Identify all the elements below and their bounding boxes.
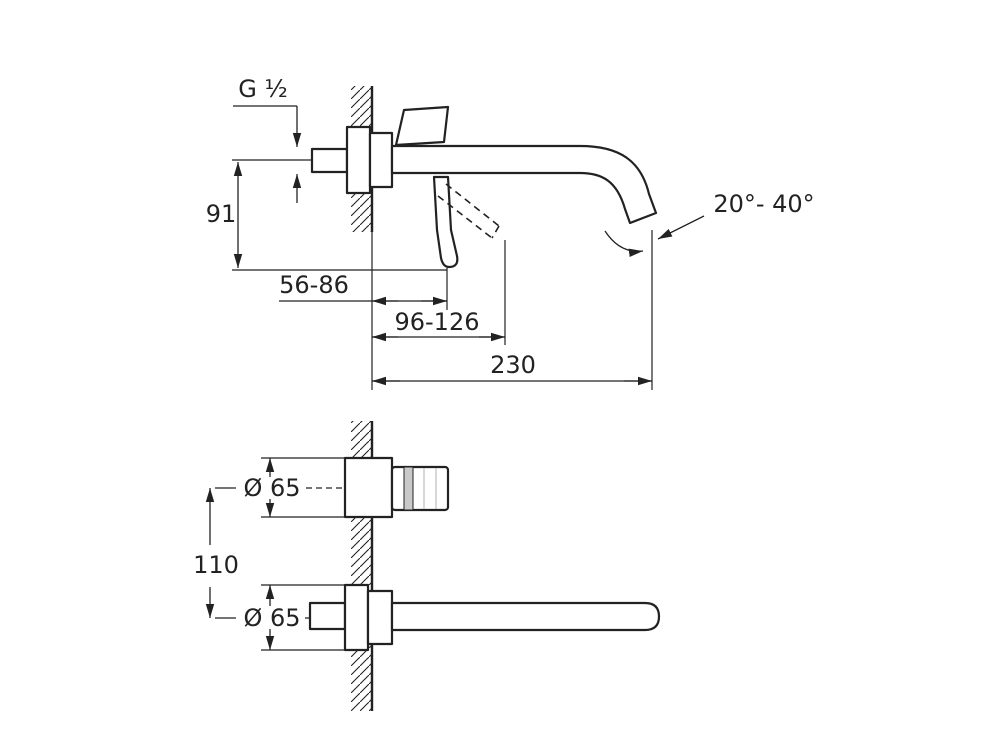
faucet-side-outline: [310, 105, 658, 269]
angle-rotation-arrow: [604, 230, 644, 257]
wall-flange: [345, 125, 372, 195]
dim-dia-handle-label: Ø 65: [243, 474, 300, 502]
handle-knob: [390, 465, 450, 512]
spout-wall-flange: [343, 583, 370, 652]
supply-shank: [310, 147, 349, 174]
dim-dia-spout-label: Ø 65: [243, 604, 300, 632]
spout-escutcheon: [366, 589, 394, 646]
dim-angle: 20°- 40°: [604, 190, 815, 257]
dim-56-86: 56-86: [279, 271, 447, 306]
dim-230: 230: [372, 351, 652, 386]
spout-tube: [390, 601, 661, 632]
dim-dia-spout: Ø 65: [243, 584, 345, 651]
handle-escutcheon: [343, 456, 394, 519]
handle-swing-dashed-1: [445, 183, 500, 227]
dim-thread: G ½: [233, 75, 302, 203]
dim-96-126-label: 96-126: [394, 308, 479, 336]
lower-view: Ø 65 110 Ø 65: [193, 421, 661, 711]
dim-110: 110: [193, 487, 239, 619]
escutcheon-side: [368, 131, 394, 189]
dim-96-126: 96-126: [372, 308, 505, 342]
dim-110-label: 110: [193, 551, 239, 579]
extension-lines-upper: [232, 159, 653, 390]
spout-shank: [308, 601, 347, 631]
handle-raised-position: [394, 105, 450, 147]
handle-swing-dashed-end: [491, 225, 500, 239]
dim-230-label: 230: [490, 351, 536, 379]
angle-leader-line: [657, 215, 705, 240]
dim-91-label: 91: [206, 200, 237, 228]
dim-91: 91: [206, 162, 243, 268]
handle-knob-band: [403, 466, 414, 511]
dim-angle-label: 20°- 40°: [713, 190, 814, 218]
upper-view: G ½ 91 56-86: [206, 75, 815, 390]
handle-trim-side: [343, 456, 450, 519]
dim-dia-handle: Ø 65: [243, 457, 345, 518]
spout-outline: [390, 144, 658, 225]
handle-lever: [432, 175, 459, 269]
thread-size-label: G ½: [238, 75, 288, 103]
spout-trim-side: [308, 583, 661, 652]
dim-56-86-label: 56-86: [279, 271, 349, 299]
